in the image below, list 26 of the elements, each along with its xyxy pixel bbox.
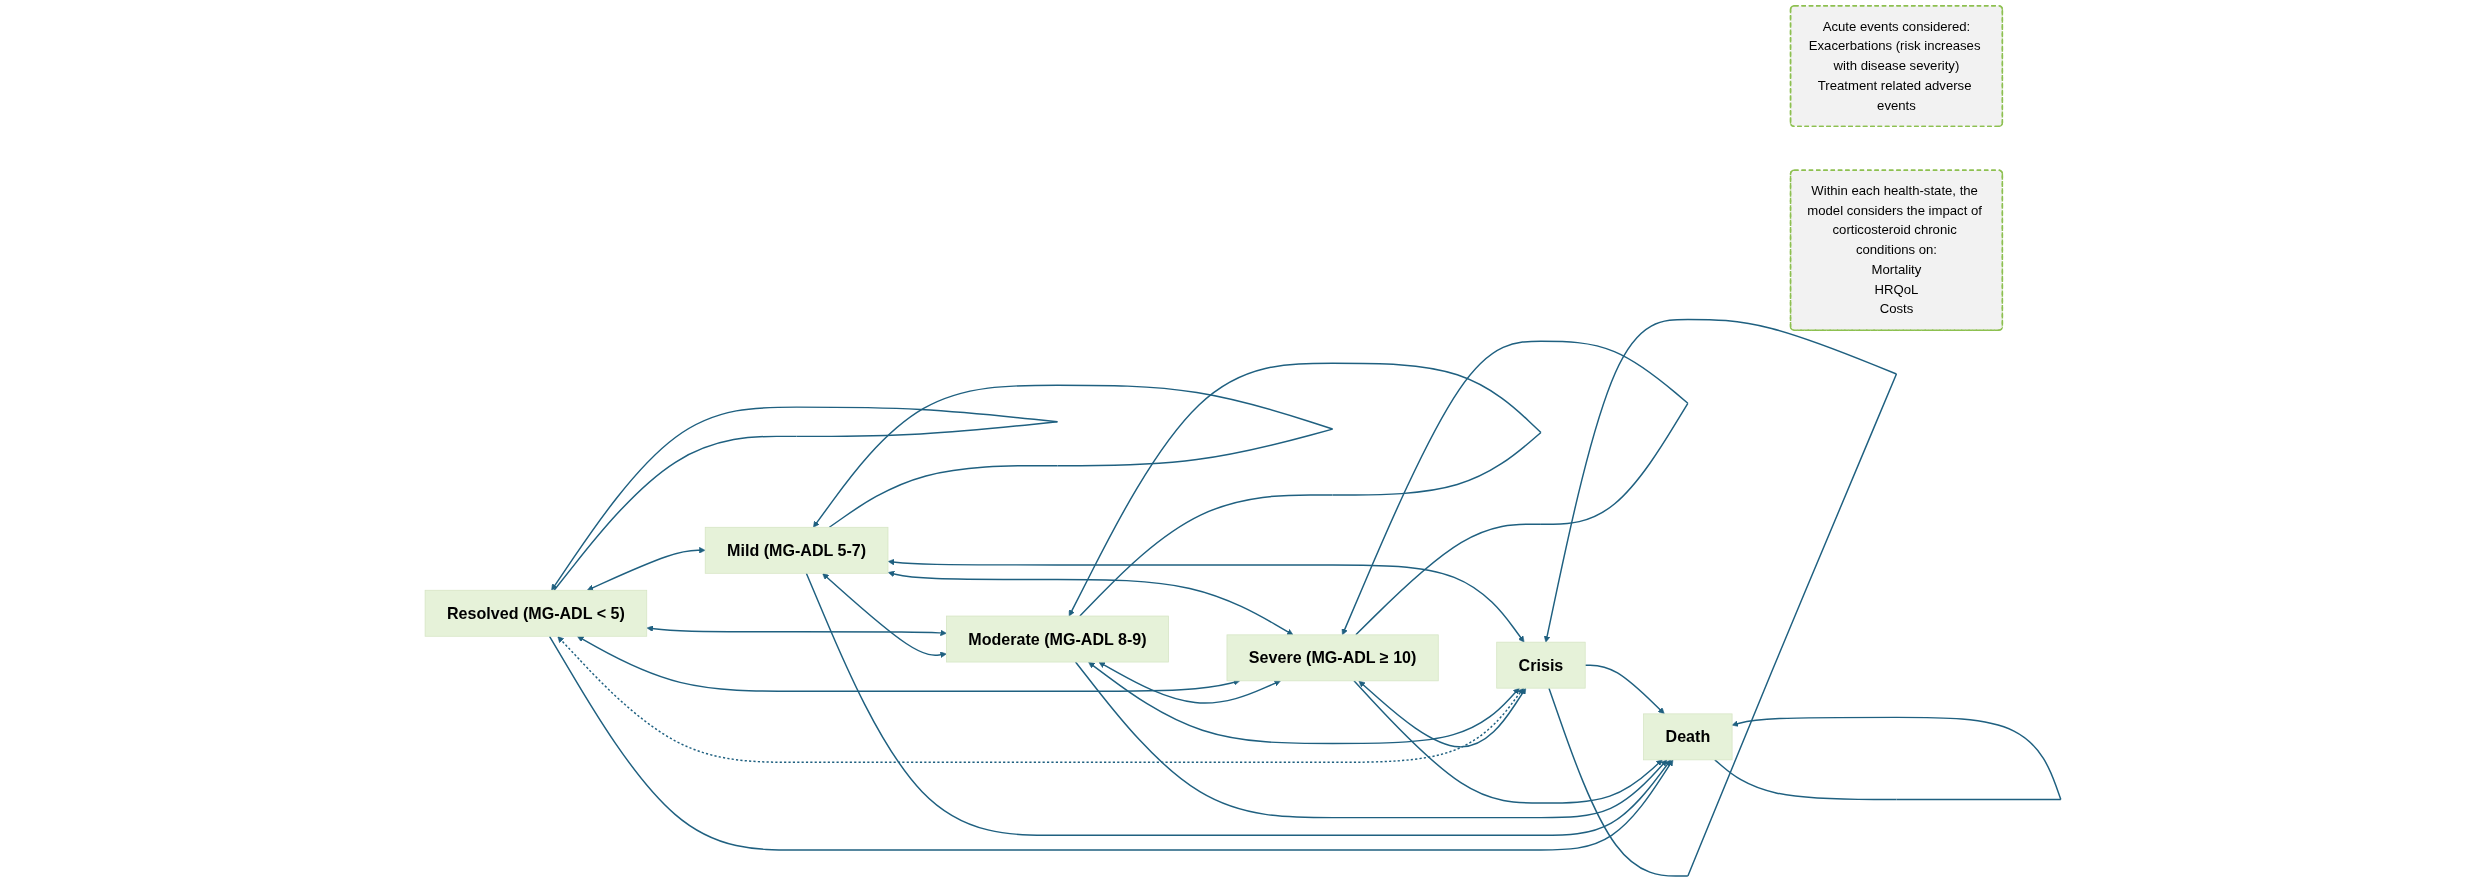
arrow (1068, 362, 1542, 617)
arrow (1353, 680, 1663, 804)
node-box: Severe (MG-ADL ≥ 10) (1226, 634, 1439, 682)
node-box: Resolved (MG-ADL < 5) (424, 589, 648, 637)
arrow (557, 636, 1524, 764)
arrow (888, 570, 1294, 636)
node-box: Moderate (MG-ADL 8-9) (946, 615, 1169, 663)
arrow (1098, 661, 1281, 704)
arrow (548, 635, 1674, 851)
arrow (888, 558, 1525, 643)
arrow (822, 573, 947, 658)
arrow (1714, 716, 2062, 801)
arrow (805, 572, 1671, 837)
arrow (1584, 664, 1665, 715)
arrow (813, 384, 1334, 528)
arrow (1358, 680, 1527, 748)
arrow (646, 625, 947, 637)
node-box: Mild (MG-ADL 5-7) (704, 526, 889, 574)
arrow (587, 547, 706, 591)
arrow (1341, 340, 1689, 636)
arrow (1543, 318, 1898, 877)
arrow (1088, 661, 1520, 745)
node-box: Death (1643, 713, 1733, 761)
node-box: Crisis (1496, 641, 1586, 689)
arrow (1074, 661, 1668, 819)
arrow (551, 406, 1059, 591)
